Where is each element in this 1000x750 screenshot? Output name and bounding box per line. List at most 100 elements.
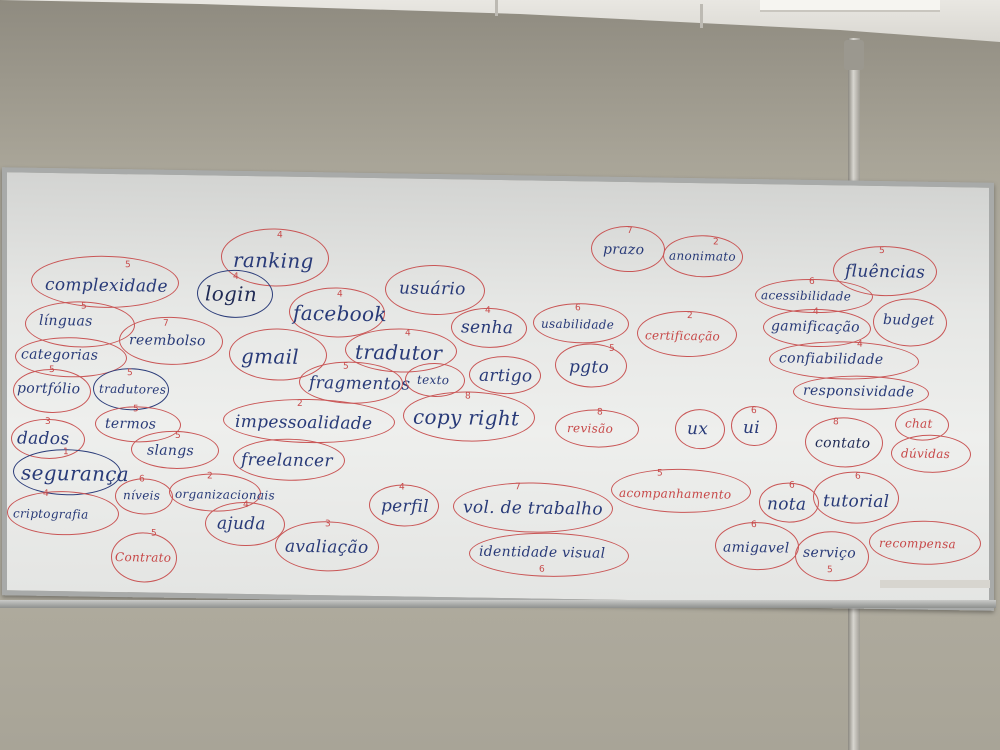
word-acompanhamento: acompanhamento (619, 485, 732, 502)
priority-number: 4 (813, 306, 819, 318)
word-anonimato: anonimato (669, 248, 736, 264)
priority-number: 2 (207, 471, 213, 482)
word-fluencias: fluências (845, 261, 926, 283)
word-complexidade: complexidade (45, 274, 168, 297)
priority-number: 6 (855, 471, 861, 482)
word-gamificacao: gamificação (771, 318, 860, 336)
word-responsividade: responsividade (803, 382, 915, 401)
priority-number: 4 (243, 499, 249, 511)
priority-number: 6 (751, 519, 757, 531)
word-login: login (205, 281, 258, 307)
priority-number: 6 (575, 303, 581, 314)
priority-number: 3 (325, 519, 331, 530)
word-tradutor: tradutor (355, 339, 443, 366)
priority-number: 3 (45, 416, 51, 427)
word-linguas: línguas (39, 312, 93, 330)
priority-number: 5 (125, 260, 131, 271)
word-tradutores: tradutores (99, 381, 167, 397)
priority-number: 5 (81, 301, 87, 312)
priority-number: 5 (127, 368, 133, 379)
word-facebook: facebook (293, 300, 387, 327)
priority-number: 8 (833, 417, 839, 428)
word-acessibilidade: acessibilidade (761, 288, 852, 304)
word-texto: texto (417, 372, 450, 388)
word-contato: contato (815, 434, 871, 452)
ceiling-seam (495, 0, 498, 16)
word-avaliacao: avaliação (285, 536, 369, 558)
priority-number: 6 (751, 405, 757, 417)
ceiling-light (760, 0, 940, 12)
word-criptografia: criptografia (13, 506, 89, 522)
priority-number: 7 (627, 226, 633, 237)
priority-number: 8 (597, 407, 603, 418)
word-usuario: usuário (399, 278, 466, 300)
word-ux: ux (687, 418, 709, 440)
priority-number: 4 (277, 230, 283, 241)
word-reembolso: reembolso (129, 332, 206, 350)
word-contrato: Contrato (115, 549, 172, 565)
priority-number: 5 (657, 468, 663, 479)
word-amigavel: amigavel (723, 539, 790, 557)
word-revisao: revisão (567, 421, 614, 436)
word-portfolio: portfólio (17, 380, 81, 398)
priority-number: 6 (789, 480, 795, 491)
whiteboard-tray (0, 600, 996, 608)
word-budget: budget (883, 312, 935, 329)
word-seguranca: segurança (21, 460, 129, 487)
tray-eraser (880, 580, 990, 588)
priority-number: 4 (337, 289, 343, 300)
word-certificacao: certificação (645, 328, 721, 344)
word-ranking: ranking (233, 247, 314, 274)
word-artigo: artigo (479, 365, 533, 387)
word-termos: termos (105, 415, 157, 433)
priority-number: 4 (399, 482, 405, 493)
word-niveis: níveis (123, 488, 161, 503)
word-copyright: copy right (413, 404, 520, 431)
word-freelancer: freelancer (241, 449, 333, 472)
pipe-clamp (844, 40, 864, 70)
priority-number: 7 (515, 482, 521, 493)
priority-number: 5 (609, 343, 615, 354)
word-ajuda: ajuda (217, 513, 266, 535)
priority-number: 8 (465, 391, 471, 402)
word-vol-de-trabalho: vol. de trabalho (463, 497, 603, 520)
word-tutorial: tutorial (823, 491, 890, 513)
word-impessoalidade: impessoalidade (235, 411, 373, 435)
word-identidade-visual: identidade visual (479, 543, 606, 562)
priority-number: 5 (879, 245, 885, 257)
priority-number: 5 (151, 528, 157, 539)
priority-number: 6 (809, 276, 815, 287)
priority-number: 5 (133, 404, 139, 415)
priority-number: 1 (63, 447, 69, 458)
priority-number: 5 (175, 430, 181, 442)
priority-number: 2 (297, 398, 303, 409)
priority-number: 6 (139, 474, 145, 485)
word-servico: serviço (803, 544, 856, 562)
priority-number: 2 (687, 310, 693, 322)
priority-number: 7 (163, 318, 169, 329)
word-fragmentos: fragmentos (309, 373, 411, 395)
priority-number: 4 (405, 328, 411, 339)
priority-number: 4 (233, 271, 239, 282)
priority-number: 5 (49, 364, 55, 376)
word-prazo: prazo (603, 241, 645, 259)
word-slangs: slangs (147, 442, 194, 460)
priority-number: 5 (343, 361, 349, 372)
word-ui: ui (743, 417, 760, 439)
word-pgto: pgto (569, 357, 610, 378)
word-dados: dados (17, 428, 70, 450)
priority-number: 6 (539, 564, 545, 575)
word-usabilidade: usabilidade (541, 316, 615, 332)
whiteboard: 4 ranking 5 complexidade 4 login 4 faceb… (2, 167, 994, 611)
word-perfil: perfil (381, 496, 430, 517)
word-duvidas: dúvidas (901, 446, 951, 462)
priority-number: 4 (485, 305, 491, 316)
word-senha: senha (461, 317, 514, 339)
priority-number: 2 (713, 237, 719, 248)
priority-number: 4 (43, 488, 49, 499)
word-confiabilidade: confiabilidade (779, 350, 884, 369)
ceiling-seam (700, 4, 703, 28)
priority-number: 4 (857, 339, 863, 350)
word-categorias: categorias (21, 346, 99, 364)
word-chat: chat (905, 416, 933, 431)
